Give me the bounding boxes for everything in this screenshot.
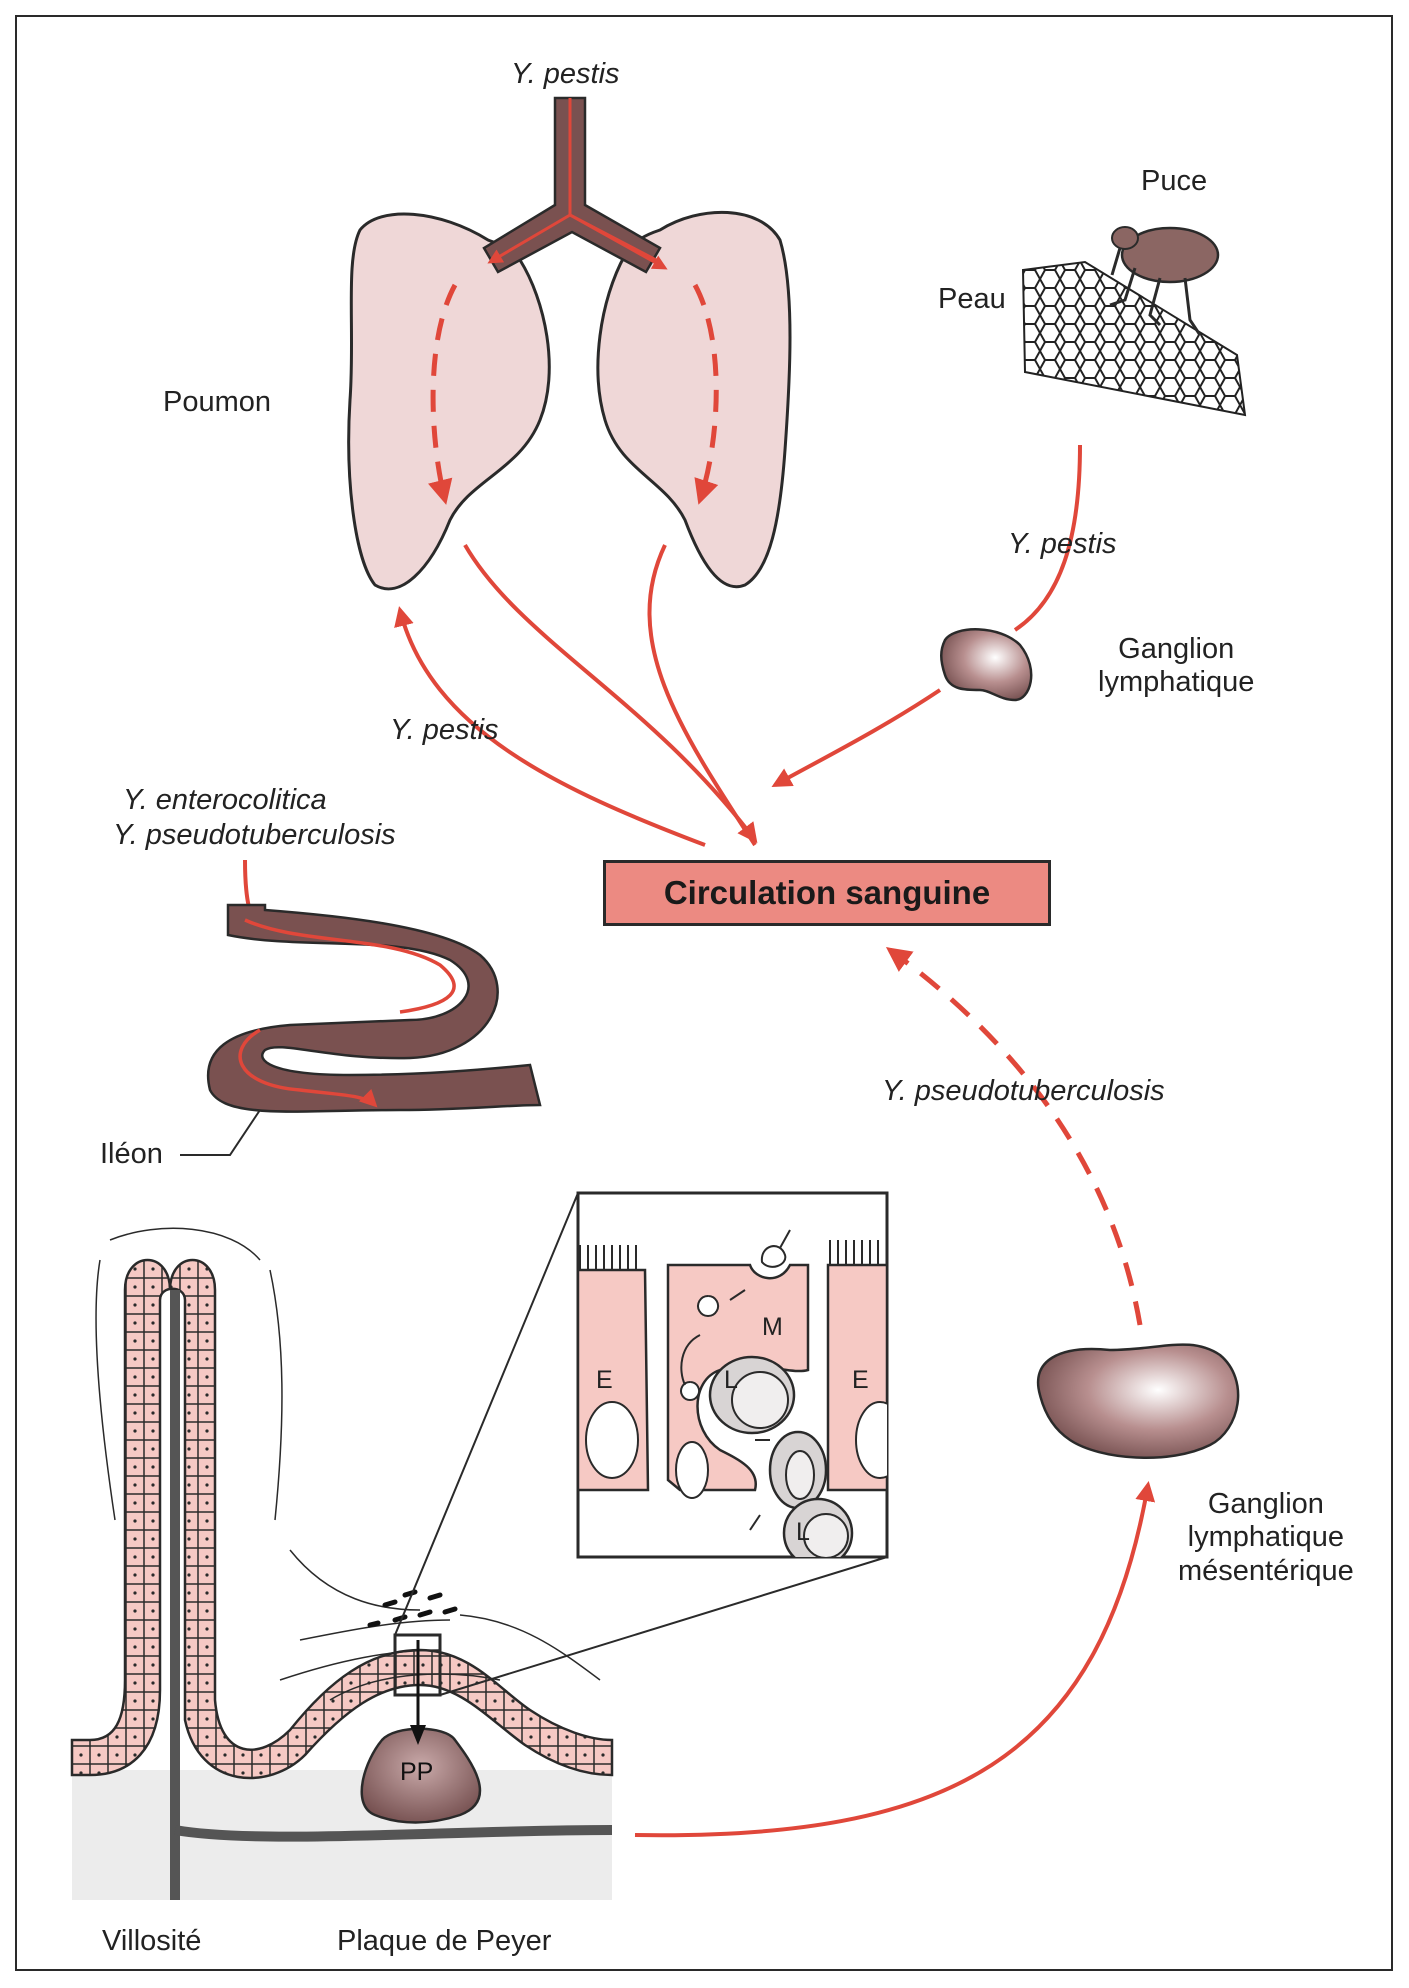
microvilli bbox=[579, 1240, 879, 1270]
ileon-red-path bbox=[238, 918, 456, 1105]
label-y-pseudotuberculosis-right: Y. pseudotuberculosis bbox=[882, 1075, 1165, 1107]
bronchus-arrow-right bbox=[569, 213, 668, 270]
nucleus-left bbox=[585, 1401, 639, 1479]
flea-legs bbox=[1109, 247, 1202, 336]
inset-connector-lines bbox=[394, 1192, 888, 1696]
intestinal-wall bbox=[70, 1192, 888, 1900]
ileon-leader bbox=[180, 1109, 261, 1156]
label-ileon: Iléon bbox=[100, 1138, 163, 1170]
peyer-patch bbox=[360, 1727, 482, 1824]
left-lung bbox=[347, 212, 551, 591]
label-ganglion-mesenterique: Ganglion lymphatique mésentérique bbox=[1178, 1488, 1354, 1587]
arrow-lung-right-to-blood bbox=[647, 544, 757, 847]
muscularis-line bbox=[174, 1825, 613, 1842]
bacteria-dots bbox=[367, 1589, 458, 1628]
figure-frame bbox=[15, 15, 1393, 1971]
inset-m-cell bbox=[576, 1191, 889, 1559]
label-cell-m: M bbox=[762, 1313, 783, 1341]
epithelium-layer bbox=[70, 1258, 614, 1780]
skin-mesh bbox=[1021, 260, 1247, 417]
label-pp: PP bbox=[400, 1758, 434, 1786]
flea-head bbox=[1111, 226, 1139, 250]
right-lung bbox=[596, 210, 792, 589]
nucleus-right bbox=[855, 1401, 887, 1479]
circulation-arrows bbox=[243, 444, 1156, 1838]
lungs bbox=[347, 96, 792, 591]
mesenteric-lymph-node bbox=[1036, 1343, 1240, 1459]
lymph-node bbox=[940, 628, 1033, 702]
flea-skin bbox=[1021, 226, 1247, 417]
trachea-bronchi bbox=[482, 96, 662, 274]
label-poumon: Poumon bbox=[163, 386, 272, 418]
lung-dashed-arrow-left bbox=[428, 283, 458, 505]
label-villosite: Villosité bbox=[102, 1925, 202, 1957]
label-y-pestis-left: Y. pestis bbox=[390, 714, 499, 746]
label-plaque-de-peyer: Plaque de Peyer bbox=[337, 1925, 552, 1957]
label-cell-e-left: E bbox=[596, 1366, 613, 1394]
label-ganglion-lymphatique: Ganglion lymphatique bbox=[1098, 633, 1255, 699]
arrow-flea-to-node bbox=[1013, 444, 1082, 632]
nucleus-m bbox=[675, 1441, 709, 1499]
transcytosis-arrows bbox=[680, 1229, 791, 1531]
label-y-enterocolitica: Y. enterocolitica bbox=[123, 784, 327, 816]
circulation-sanguine-box: Circulation sanguine bbox=[603, 860, 1051, 926]
label-cell-l-top: L bbox=[724, 1366, 738, 1394]
label-y-pseudotuberculosis-left: Y. pseudotuberculosis bbox=[113, 819, 396, 851]
label-cell-e-right: E bbox=[852, 1366, 869, 1394]
ileon bbox=[180, 903, 542, 1156]
flea-body bbox=[1120, 226, 1220, 284]
arrow-blood-to-lung bbox=[394, 606, 706, 847]
arrow-pp-to-mesenteric bbox=[634, 1481, 1156, 1838]
arrow-node-to-blood bbox=[771, 688, 942, 787]
label-cell-l-lower: L bbox=[796, 1518, 810, 1546]
label-peau: Peau bbox=[938, 283, 1006, 315]
lung-dashed-arrow-right bbox=[692, 283, 719, 505]
arrow-mesenteric-to-blood-dashed bbox=[885, 947, 1143, 1326]
arrow-lung-left-to-blood bbox=[463, 543, 758, 844]
label-puce: Puce bbox=[1141, 165, 1208, 197]
bacterium-entering bbox=[680, 1245, 787, 1401]
label-y-pestis-right: Y. pestis bbox=[1008, 528, 1117, 560]
ileon-tube bbox=[207, 903, 542, 1113]
label-y-pestis-top: Y. pestis bbox=[511, 58, 620, 90]
